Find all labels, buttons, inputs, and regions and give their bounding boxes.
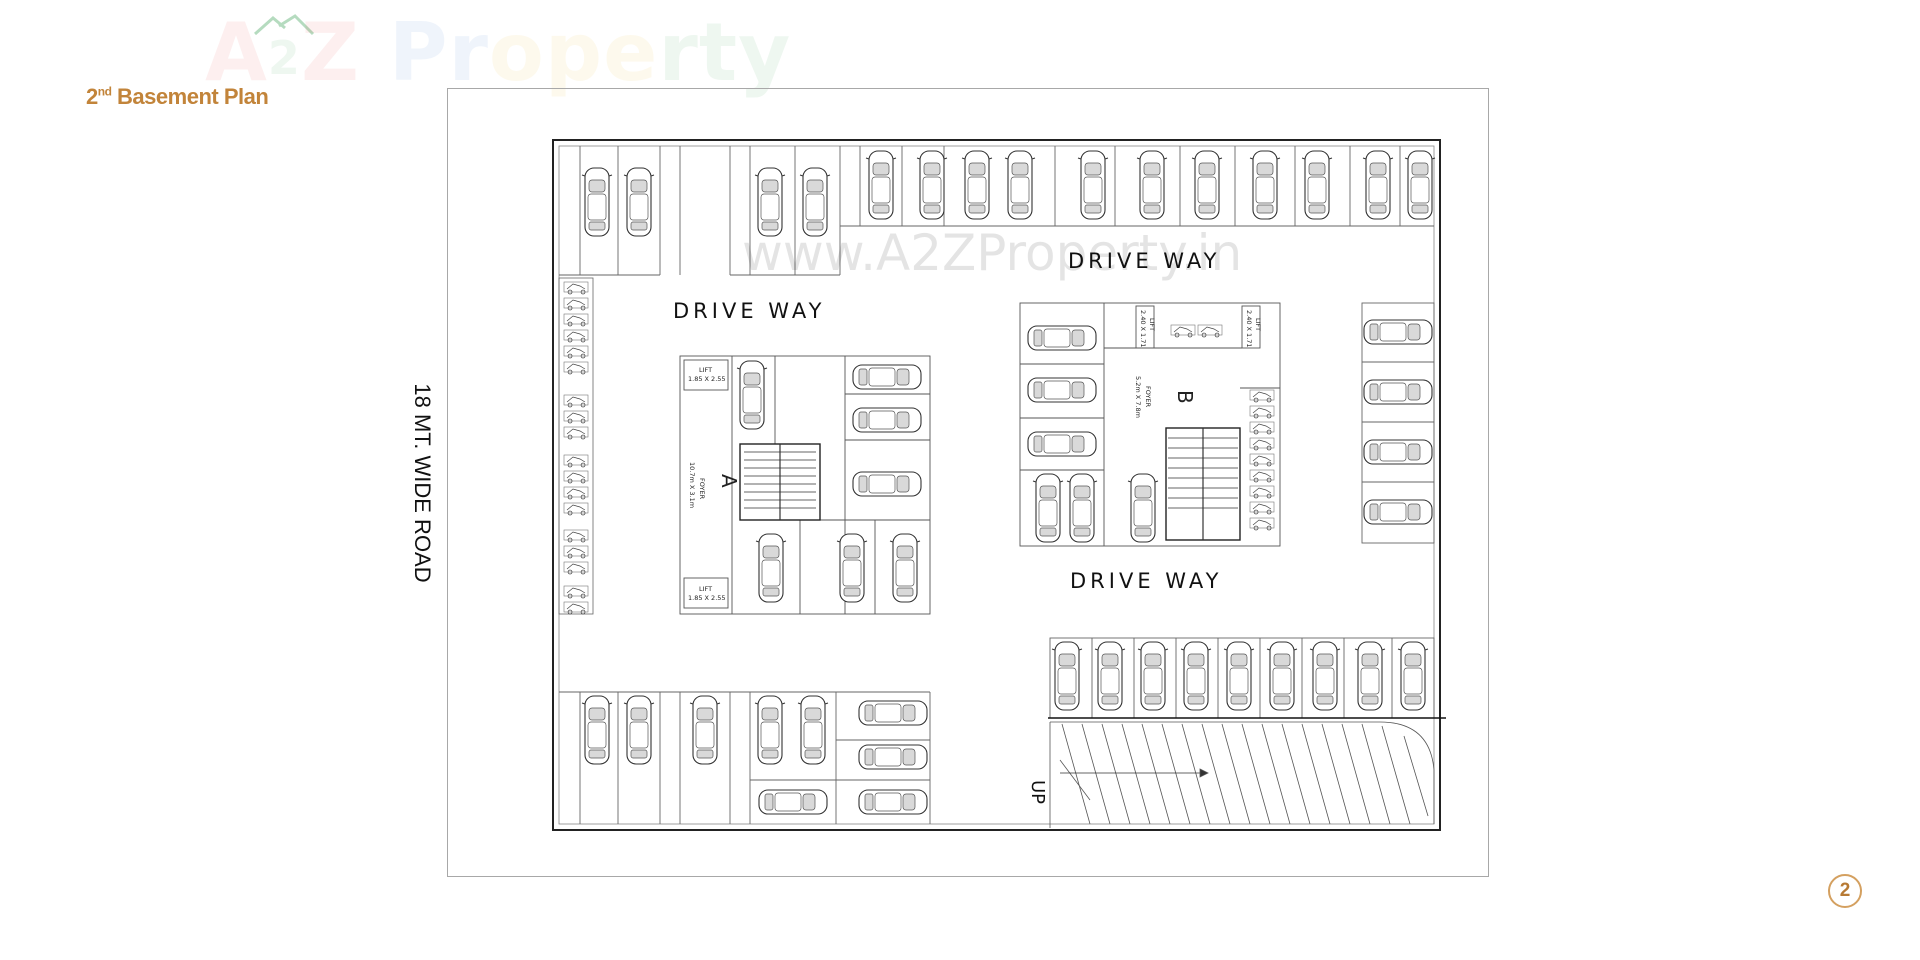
stair-a [739, 443, 821, 521]
plan-sheet-border [447, 88, 1489, 877]
core-b-letter: B [1173, 390, 1197, 404]
core-a-lift-top-label: LIFT [699, 366, 712, 374]
core-b-lift-left-label: LIFT [1148, 318, 1156, 331]
ramp-up-label: UP [1027, 780, 1048, 804]
stair-b [1165, 427, 1241, 541]
logo-letter: e [603, 5, 659, 99]
core-b-foyer-size: 5.2m X 7.8m [1134, 376, 1142, 418]
core-a-lift-top-size: 1.85 X 2.55 [688, 375, 726, 383]
logo-letter: A [205, 5, 268, 99]
driveway-label-top-right: DRIVE WAY [1068, 249, 1220, 273]
watermark-text: www.A2ZProperty.in [742, 224, 1243, 282]
page-number-badge: 2 [1828, 874, 1862, 908]
core-a-foyer-label: FOYER [698, 478, 706, 500]
logo-letter: 2 [267, 30, 301, 85]
parking-row-bottom-left [559, 691, 931, 824]
parking-row-top [559, 146, 1434, 276]
car-icons-bottom-right [1051, 641, 1429, 711]
core-b-lift-right-label: LIFT [1254, 318, 1262, 331]
title-ordinal: 2 [86, 84, 98, 109]
logo-letter: P [388, 5, 449, 99]
core-a-letter: A [717, 474, 741, 488]
car-icons-core-b [1027, 325, 1159, 543]
bike-icons-left [563, 281, 589, 615]
parking-right-column [1361, 302, 1435, 544]
road-label: 18 MT. WIDE ROAD [410, 383, 435, 583]
logo-letter: r [658, 5, 699, 99]
title-ordinal-suffix: nd [97, 84, 112, 99]
logo-letter: o [488, 5, 545, 99]
ramp-up [1048, 717, 1446, 828]
car-icons-core-a [736, 360, 922, 603]
core-a-lift-bottom-label: LIFT [699, 585, 712, 593]
page-title: 2nd Basement Plan [86, 84, 269, 110]
core-a-lift-bottom-size: 1.85 X 2.55 [688, 594, 726, 602]
driveway-label-left: DRIVE WAY [673, 299, 825, 323]
core-b-lift-right-size: 2.40 X 1.71 [1245, 310, 1253, 348]
logo-letter: t [698, 5, 739, 99]
core-b-block [1019, 302, 1281, 547]
core-b-lift-left-size: 2.40 X 1.71 [1139, 310, 1147, 348]
basement-outer-wall [552, 139, 1441, 831]
logo-letter: y [738, 5, 792, 99]
car-icons-bottom-left [581, 695, 928, 815]
driveway-label-center: DRIVE WAY [1070, 569, 1222, 593]
logo-letter: p [544, 5, 604, 99]
brand-logo-text: A2Z Property [205, 6, 791, 99]
brand-logo: A2Z Property [205, 2, 791, 102]
core-a-foyer-size: 10.7m X 3.1m [688, 462, 696, 508]
two-wheeler-strip [558, 277, 594, 615]
house-roof-icon [254, 14, 315, 36]
logo-letter: Z [300, 5, 360, 99]
title-text: Basement Plan [117, 84, 269, 109]
core-b-foyer-label: FOYER [1144, 386, 1152, 408]
logo-letter: r [448, 5, 489, 99]
